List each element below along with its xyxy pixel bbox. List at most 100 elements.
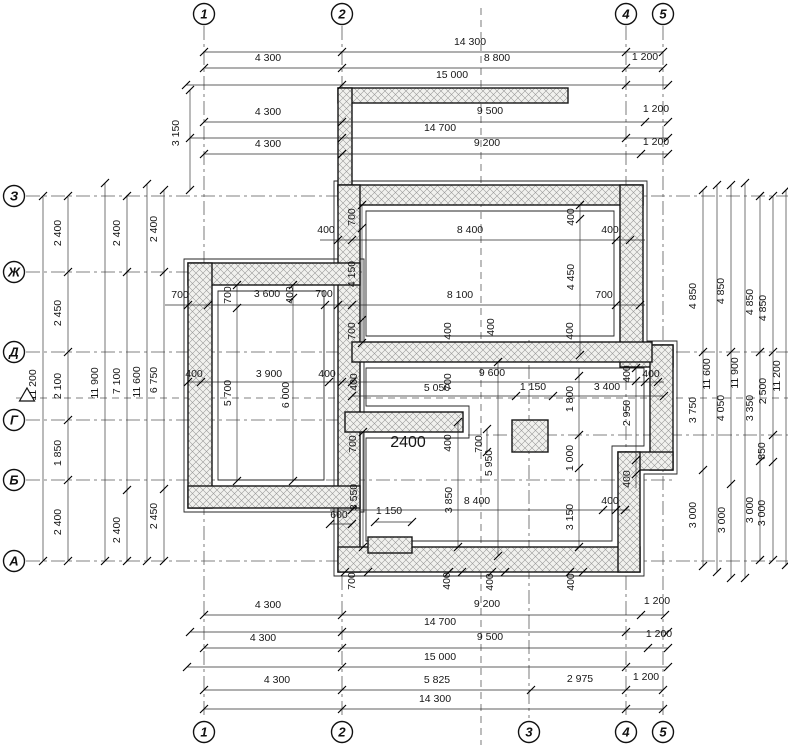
dimension-tick [347,391,357,401]
dimension-label: 1 150 [520,381,546,393]
axis-circle: 1 [192,2,216,26]
dimension-label: 700 [222,286,234,304]
wall [337,87,569,104]
axis-circle: Ж [2,260,26,284]
dimension-tick [333,300,343,310]
dimension-tick [199,610,209,620]
dimension-tick [493,357,503,367]
dimension-tick [337,610,347,620]
dimension-tick [565,567,575,577]
dimension-label: 1 200 [643,103,669,115]
dimension-label: 8 400 [464,495,490,507]
dimension-label: 9 600 [479,367,505,379]
dimension-label: 400 [621,470,633,488]
wall [187,262,361,286]
wall [187,485,361,509]
dimension-label: 400 [485,318,497,336]
dimension-tick [625,235,635,245]
dimension-label: 1 200 [643,136,669,148]
dimension-label: 11 900 [89,367,101,398]
dimension-label: 2 400 [52,509,64,535]
axis-circle: 2 [330,2,354,26]
dimension-tick [232,280,242,290]
dimension-label: 15 000 [424,651,456,663]
axis-circle: Г [2,408,26,432]
dimension-tick [781,187,788,195]
dimension-tick [185,627,195,637]
dimension-tick [357,315,367,325]
dimension-tick [337,377,347,387]
axis-circle: Д [2,340,26,364]
wall [617,451,641,573]
dimension-tick [740,573,750,583]
dimension-label: 3 000 [756,500,768,526]
axis-circle-label: 3 [525,725,533,740]
dimension-tick [635,300,645,310]
axis-circle-label: З [10,189,19,204]
dimension-label: 3 150 [564,504,576,530]
dimension-tick [755,555,765,565]
dimension-tick [142,556,152,566]
dimension-tick [698,465,708,475]
dimension-tick [453,417,463,427]
axis-circle-label: Ж [7,265,21,280]
dimension-label: 14 300 [419,693,451,705]
dimension-tick [347,377,357,387]
wall [367,536,413,554]
dimension-label: 400 [284,286,296,304]
dimension-label: 2 500 [757,378,769,404]
dimension-tick [658,685,668,695]
dimension-label: 3 000 [687,502,699,528]
dimension-tick [63,191,73,201]
dimension-tick [611,300,621,310]
dimension-label: 4 150 [346,261,358,287]
triangle-axis-marker [18,386,36,402]
dimension-tick [199,47,209,57]
dimension-label: 4 300 [255,106,281,118]
dimension-tick [407,517,417,527]
dimension-label: 15 000 [436,69,468,81]
wall-ledge-line [365,210,615,337]
axis-circle: А [2,549,26,573]
dimension-tick [337,63,347,73]
axis-circle-label: 1 [200,7,207,22]
dimension-label: 400 [442,434,454,452]
dimension-label: 4 300 [250,632,276,644]
dimension-tick [548,391,558,401]
dimension-tick [698,347,708,357]
dimension-tick [768,191,778,201]
dimension-tick [620,505,630,515]
axis-circle: Б [2,468,26,492]
dimension-label: 400 [318,368,336,380]
dimension-tick [337,704,347,714]
dimension-label: 11 600 [131,366,143,397]
dimension-tick [347,300,357,310]
dimension-tick [288,476,298,486]
dimension-tick [320,300,330,310]
dimension-tick [631,363,641,373]
dimension-label: 2 400 [111,517,123,543]
dimension-label: 600 [330,509,348,521]
dimension-tick [444,567,454,577]
dimension-tick [159,484,169,494]
dimension-label: 400 [348,373,360,391]
dimension-tick [631,376,641,386]
dimension-tick [726,479,736,489]
dimension-tick [640,117,650,127]
axis-circle: 1 [192,720,216,744]
dimension-tick [63,475,73,485]
dimension-label: 700 [595,289,613,301]
dimension-label: 3 350 [744,395,756,421]
dimension-tick [663,80,673,90]
axis-circle-label: Д [8,345,19,360]
dimension-tick [347,505,357,515]
dimension-tick [482,424,492,434]
dimension-label: 9 200 [474,598,500,610]
dimension-tick [288,293,298,303]
axis-circle-label: Г [10,413,19,428]
dimension-tick [182,662,192,672]
dimension-label: 9 200 [474,137,500,149]
dimension-tick [755,191,765,201]
dimension-label: 3 400 [594,381,620,393]
dimension-label: 8 800 [484,52,510,64]
